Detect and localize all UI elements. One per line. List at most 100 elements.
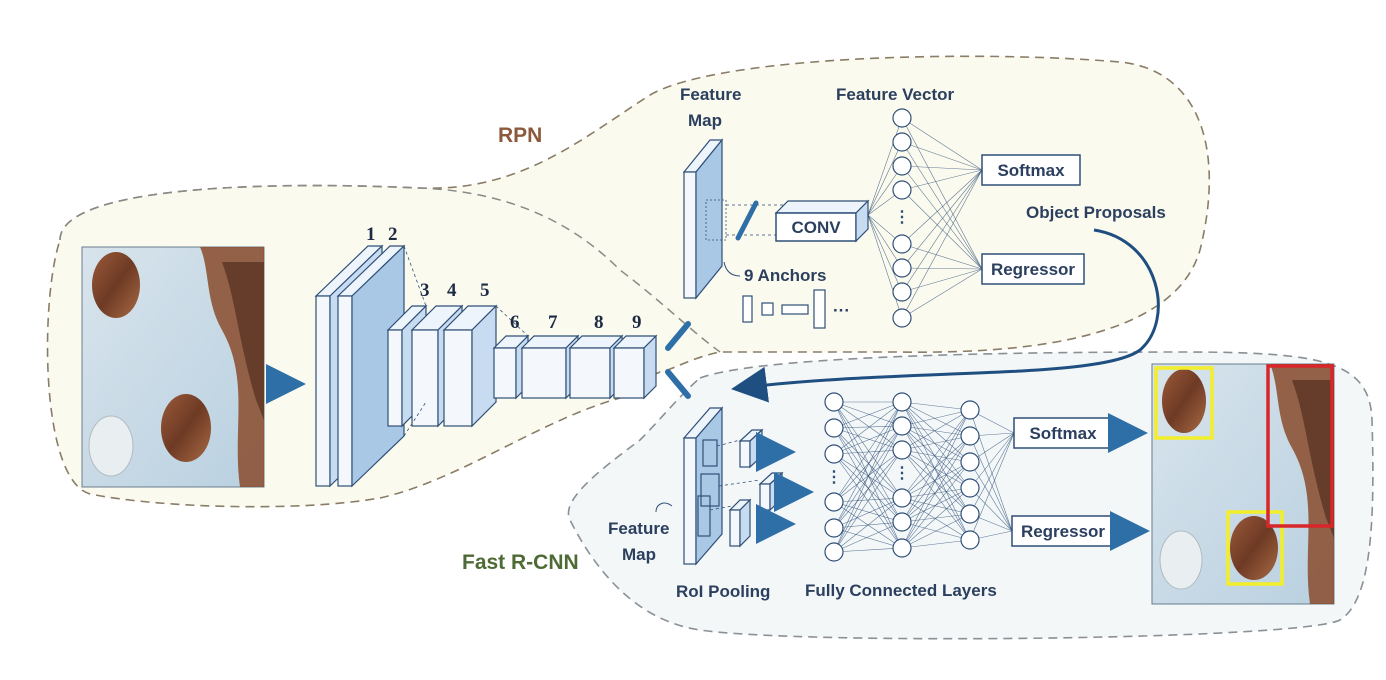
fc-neuron xyxy=(892,488,912,508)
fc-connection xyxy=(901,268,983,293)
fc-connection xyxy=(833,449,903,503)
fc-connection xyxy=(901,243,983,270)
fc-connection xyxy=(901,409,971,549)
fc-connection xyxy=(833,521,903,553)
fc-connection xyxy=(901,449,971,541)
fast-rcnn-regressor-label: Regressor xyxy=(1021,522,1105,541)
layer-number-1: 1 xyxy=(366,224,376,245)
fc-connection xyxy=(901,401,971,411)
layer-numbers: 1 2 3 4 5 6 7 8 9 xyxy=(366,224,642,333)
fc-connection xyxy=(901,425,971,463)
detection-box-red xyxy=(1266,364,1334,528)
fc-connection xyxy=(833,401,903,455)
proposals-arrow xyxy=(731,228,1160,403)
fc-neuron xyxy=(824,444,844,464)
fc-connection xyxy=(901,435,971,451)
fc-connection xyxy=(901,117,983,171)
fc-neuron xyxy=(892,538,912,558)
detection-box-yellow-2 xyxy=(1226,510,1284,586)
rpn-feature-map-label-line2: Map xyxy=(688,111,722,130)
split-arrow-down xyxy=(665,369,691,399)
roi-feature-map-label-line2: Map xyxy=(622,545,656,564)
fc-connection xyxy=(833,427,903,499)
fc-connection xyxy=(901,409,971,451)
roi-feature-map xyxy=(682,406,761,566)
fc-connection xyxy=(901,497,971,515)
fc-connection xyxy=(833,427,903,523)
fc-connection xyxy=(833,449,903,553)
fc-connection xyxy=(833,547,903,553)
fc-connection xyxy=(901,401,971,541)
fc-connection xyxy=(833,425,903,455)
fc-connection xyxy=(867,165,903,216)
layer-number-3: 3 xyxy=(420,280,430,301)
output-arrows xyxy=(1108,413,1150,551)
fc-neuron xyxy=(892,282,912,302)
fc-connection xyxy=(867,214,903,293)
fc-neuron xyxy=(892,234,912,254)
fc-connection xyxy=(833,401,903,529)
fc-connection xyxy=(901,141,983,270)
rpn-region-overlay xyxy=(59,184,721,353)
rpn-regressor-label: Regressor xyxy=(991,260,1075,279)
fc-connection xyxy=(833,427,903,451)
fc-connection xyxy=(901,401,971,463)
fc-connection xyxy=(901,449,971,515)
roi-feature-map-pointer xyxy=(655,502,673,513)
fc-neuron xyxy=(824,492,844,512)
fc-neuron xyxy=(960,504,980,524)
fc-neuron xyxy=(824,418,844,438)
fc-connection xyxy=(901,449,971,463)
fc-connection xyxy=(901,461,971,549)
fc-neuron xyxy=(892,180,912,200)
fc-connection xyxy=(969,435,1013,532)
fc-connection xyxy=(901,425,971,489)
fc-connection xyxy=(833,401,903,499)
roi-pooling-label: RoI Pooling xyxy=(676,582,770,601)
fc-connection xyxy=(901,435,971,549)
fc-neuron xyxy=(892,258,912,278)
fc-connection xyxy=(833,501,903,523)
backbone-layers xyxy=(314,244,658,488)
conv-box xyxy=(774,199,870,243)
fc-connection xyxy=(901,117,983,270)
fc-connection xyxy=(833,401,903,429)
fc-connection xyxy=(901,165,983,171)
fc-connection xyxy=(901,169,983,319)
layer-number-2: 2 xyxy=(388,224,398,245)
fc-neuron xyxy=(892,416,912,436)
fc-neuron xyxy=(960,426,980,446)
fc-connection xyxy=(969,432,1015,489)
fc-connection xyxy=(833,401,903,451)
rpn-feature-map xyxy=(682,138,790,300)
anchors-pointer xyxy=(723,261,741,277)
anchor-boxes xyxy=(742,289,826,329)
fc-connection xyxy=(901,267,983,270)
layer-number-5: 5 xyxy=(480,280,490,301)
rpn-feature-map-label-line1: Feature xyxy=(680,85,741,104)
fc-connection xyxy=(901,513,971,549)
detection-box-yellow-1 xyxy=(1154,366,1214,440)
fc-connection xyxy=(901,141,983,171)
fc-connection xyxy=(833,425,903,503)
fc-neuron xyxy=(960,478,980,498)
fc-connection xyxy=(969,487,1013,532)
layer-number-9: 9 xyxy=(632,312,642,333)
input-image xyxy=(81,246,265,488)
fc-connection xyxy=(901,409,971,499)
feature-vector-label: Feature Vector xyxy=(836,85,954,104)
layer-number-7: 7 xyxy=(548,312,558,333)
rpn-fc-network: ⋮ xyxy=(867,108,983,328)
fc-connection xyxy=(833,497,903,529)
fc-neuron xyxy=(892,440,912,460)
fc-connection xyxy=(901,487,971,499)
fc-connection xyxy=(833,497,903,503)
fc-connection xyxy=(833,425,903,553)
fc-connection xyxy=(969,432,1015,515)
fc-connection xyxy=(901,449,971,489)
fc-connection xyxy=(901,169,983,191)
split-arrow-up xyxy=(665,321,691,351)
fc-connection xyxy=(901,461,971,499)
object-proposals-label: Object Proposals xyxy=(1026,203,1166,222)
